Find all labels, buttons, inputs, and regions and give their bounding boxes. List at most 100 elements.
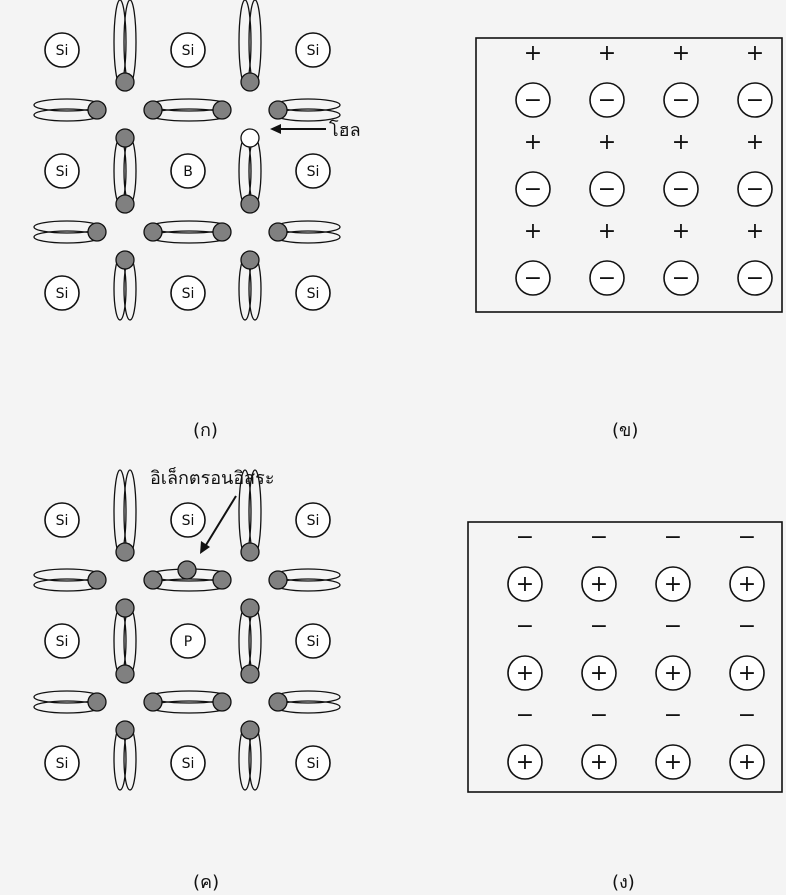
fixed-ion-sign: + bbox=[590, 661, 608, 686]
fixed-ion-sign: − bbox=[672, 88, 690, 113]
free-carrier-sign: + bbox=[524, 41, 542, 66]
crystal-boundary bbox=[467, 521, 783, 793]
atom-symbol: Si bbox=[182, 286, 195, 302]
fixed-ion bbox=[515, 171, 551, 207]
atom-circle bbox=[295, 275, 331, 311]
atom-circle bbox=[170, 275, 206, 311]
electron bbox=[143, 692, 163, 712]
fixed-ion bbox=[663, 171, 699, 207]
fixed-ion bbox=[581, 566, 617, 602]
electron bbox=[212, 570, 232, 590]
atom-circle bbox=[44, 275, 80, 311]
electron bbox=[115, 128, 135, 148]
atom-circle bbox=[44, 153, 80, 189]
free-electron-label: อิเล็กตรอนอิสระ bbox=[150, 466, 275, 489]
atom-symbol: Si bbox=[307, 43, 320, 59]
free-carrier-sign: − bbox=[738, 703, 756, 728]
free-carrier-sign: − bbox=[664, 614, 682, 639]
fixed-ion-sign: + bbox=[664, 572, 682, 597]
electron bbox=[115, 72, 135, 92]
electron bbox=[143, 222, 163, 242]
atom-circle bbox=[44, 32, 80, 68]
free-carrier-sign: + bbox=[746, 219, 764, 244]
free-carrier-sign: + bbox=[746, 130, 764, 155]
atom: Si bbox=[170, 32, 206, 68]
atom: Si bbox=[170, 745, 206, 781]
free-carrier-sign: + bbox=[598, 41, 616, 66]
caption-b: (ข) bbox=[612, 420, 638, 441]
free-carrier-sign: + bbox=[524, 130, 542, 155]
n-type-charge-block: −+−+−+−+−+−+−+−+−+−+−+−+ bbox=[467, 521, 783, 793]
atom-symbol: Si bbox=[56, 286, 69, 302]
free-carrier-sign: + bbox=[672, 130, 690, 155]
atom-symbol: Si bbox=[56, 634, 69, 650]
atom-symbol: Si bbox=[56, 43, 69, 59]
atom: Si bbox=[295, 32, 331, 68]
atom: Si bbox=[44, 153, 80, 189]
electron bbox=[240, 72, 260, 92]
atom: Si bbox=[295, 745, 331, 781]
atom: Si bbox=[295, 153, 331, 189]
free-carrier-sign: + bbox=[746, 41, 764, 66]
free-carrier-sign: − bbox=[516, 525, 534, 550]
free-carrier-sign: − bbox=[738, 614, 756, 639]
fixed-ion-sign: + bbox=[664, 661, 682, 686]
fixed-ion-sign: − bbox=[524, 177, 542, 202]
atom-circle bbox=[44, 745, 80, 781]
fixed-ion-sign: − bbox=[746, 177, 764, 202]
fixed-ion-sign: − bbox=[598, 177, 616, 202]
free-carrier-sign: + bbox=[524, 219, 542, 244]
atom-symbol: Si bbox=[182, 513, 195, 529]
free-electron-arrow bbox=[205, 495, 237, 546]
atom-circle bbox=[44, 502, 80, 538]
caption-a: (ก) bbox=[193, 420, 218, 441]
fixed-ion bbox=[655, 566, 691, 602]
electron bbox=[268, 692, 288, 712]
fixed-ion bbox=[581, 655, 617, 691]
atom: Si bbox=[44, 745, 80, 781]
electron bbox=[115, 664, 135, 684]
atom-circle bbox=[295, 32, 331, 68]
free-electron-arrow-head bbox=[200, 541, 210, 554]
fixed-ion-sign: − bbox=[524, 266, 542, 291]
atom-circle bbox=[295, 745, 331, 781]
electron bbox=[87, 222, 107, 242]
free-carrier-sign: − bbox=[664, 703, 682, 728]
electron bbox=[115, 720, 135, 740]
hole-callout: โฮล bbox=[270, 119, 361, 141]
fixed-ion-sign: + bbox=[516, 572, 534, 597]
atom: Si bbox=[44, 32, 80, 68]
fixed-ion bbox=[589, 82, 625, 118]
fixed-ion-sign: + bbox=[590, 750, 608, 775]
electron bbox=[240, 250, 260, 270]
electron bbox=[240, 542, 260, 562]
electron bbox=[268, 570, 288, 590]
fixed-ion-sign: − bbox=[672, 266, 690, 291]
atom: Si bbox=[170, 275, 206, 311]
fixed-ion-sign: + bbox=[738, 750, 756, 775]
electron bbox=[87, 570, 107, 590]
electron bbox=[143, 570, 163, 590]
atom-circle bbox=[295, 153, 331, 189]
free-carrier-sign: − bbox=[738, 525, 756, 550]
fixed-ion-sign: − bbox=[746, 88, 764, 113]
electron bbox=[115, 542, 135, 562]
fixed-ion bbox=[589, 260, 625, 296]
electron bbox=[115, 194, 135, 214]
free-carrier-sign: + bbox=[672, 219, 690, 244]
free-carrier-sign: − bbox=[590, 703, 608, 728]
fixed-ion bbox=[729, 566, 765, 602]
free-electron-callout: อิเล็กตรอนอิสระ bbox=[150, 466, 275, 554]
valence-electrons bbox=[87, 72, 288, 270]
atom-circle bbox=[170, 153, 206, 189]
caption-d: (ง) bbox=[612, 872, 635, 893]
atom-symbol: Si bbox=[182, 43, 195, 59]
electron bbox=[268, 100, 288, 120]
atom-symbol: Si bbox=[307, 756, 320, 772]
atom-symbol: P bbox=[184, 634, 192, 650]
electron bbox=[240, 194, 260, 214]
atom: Si bbox=[295, 502, 331, 538]
atom: Si bbox=[295, 275, 331, 311]
fixed-ion bbox=[655, 655, 691, 691]
